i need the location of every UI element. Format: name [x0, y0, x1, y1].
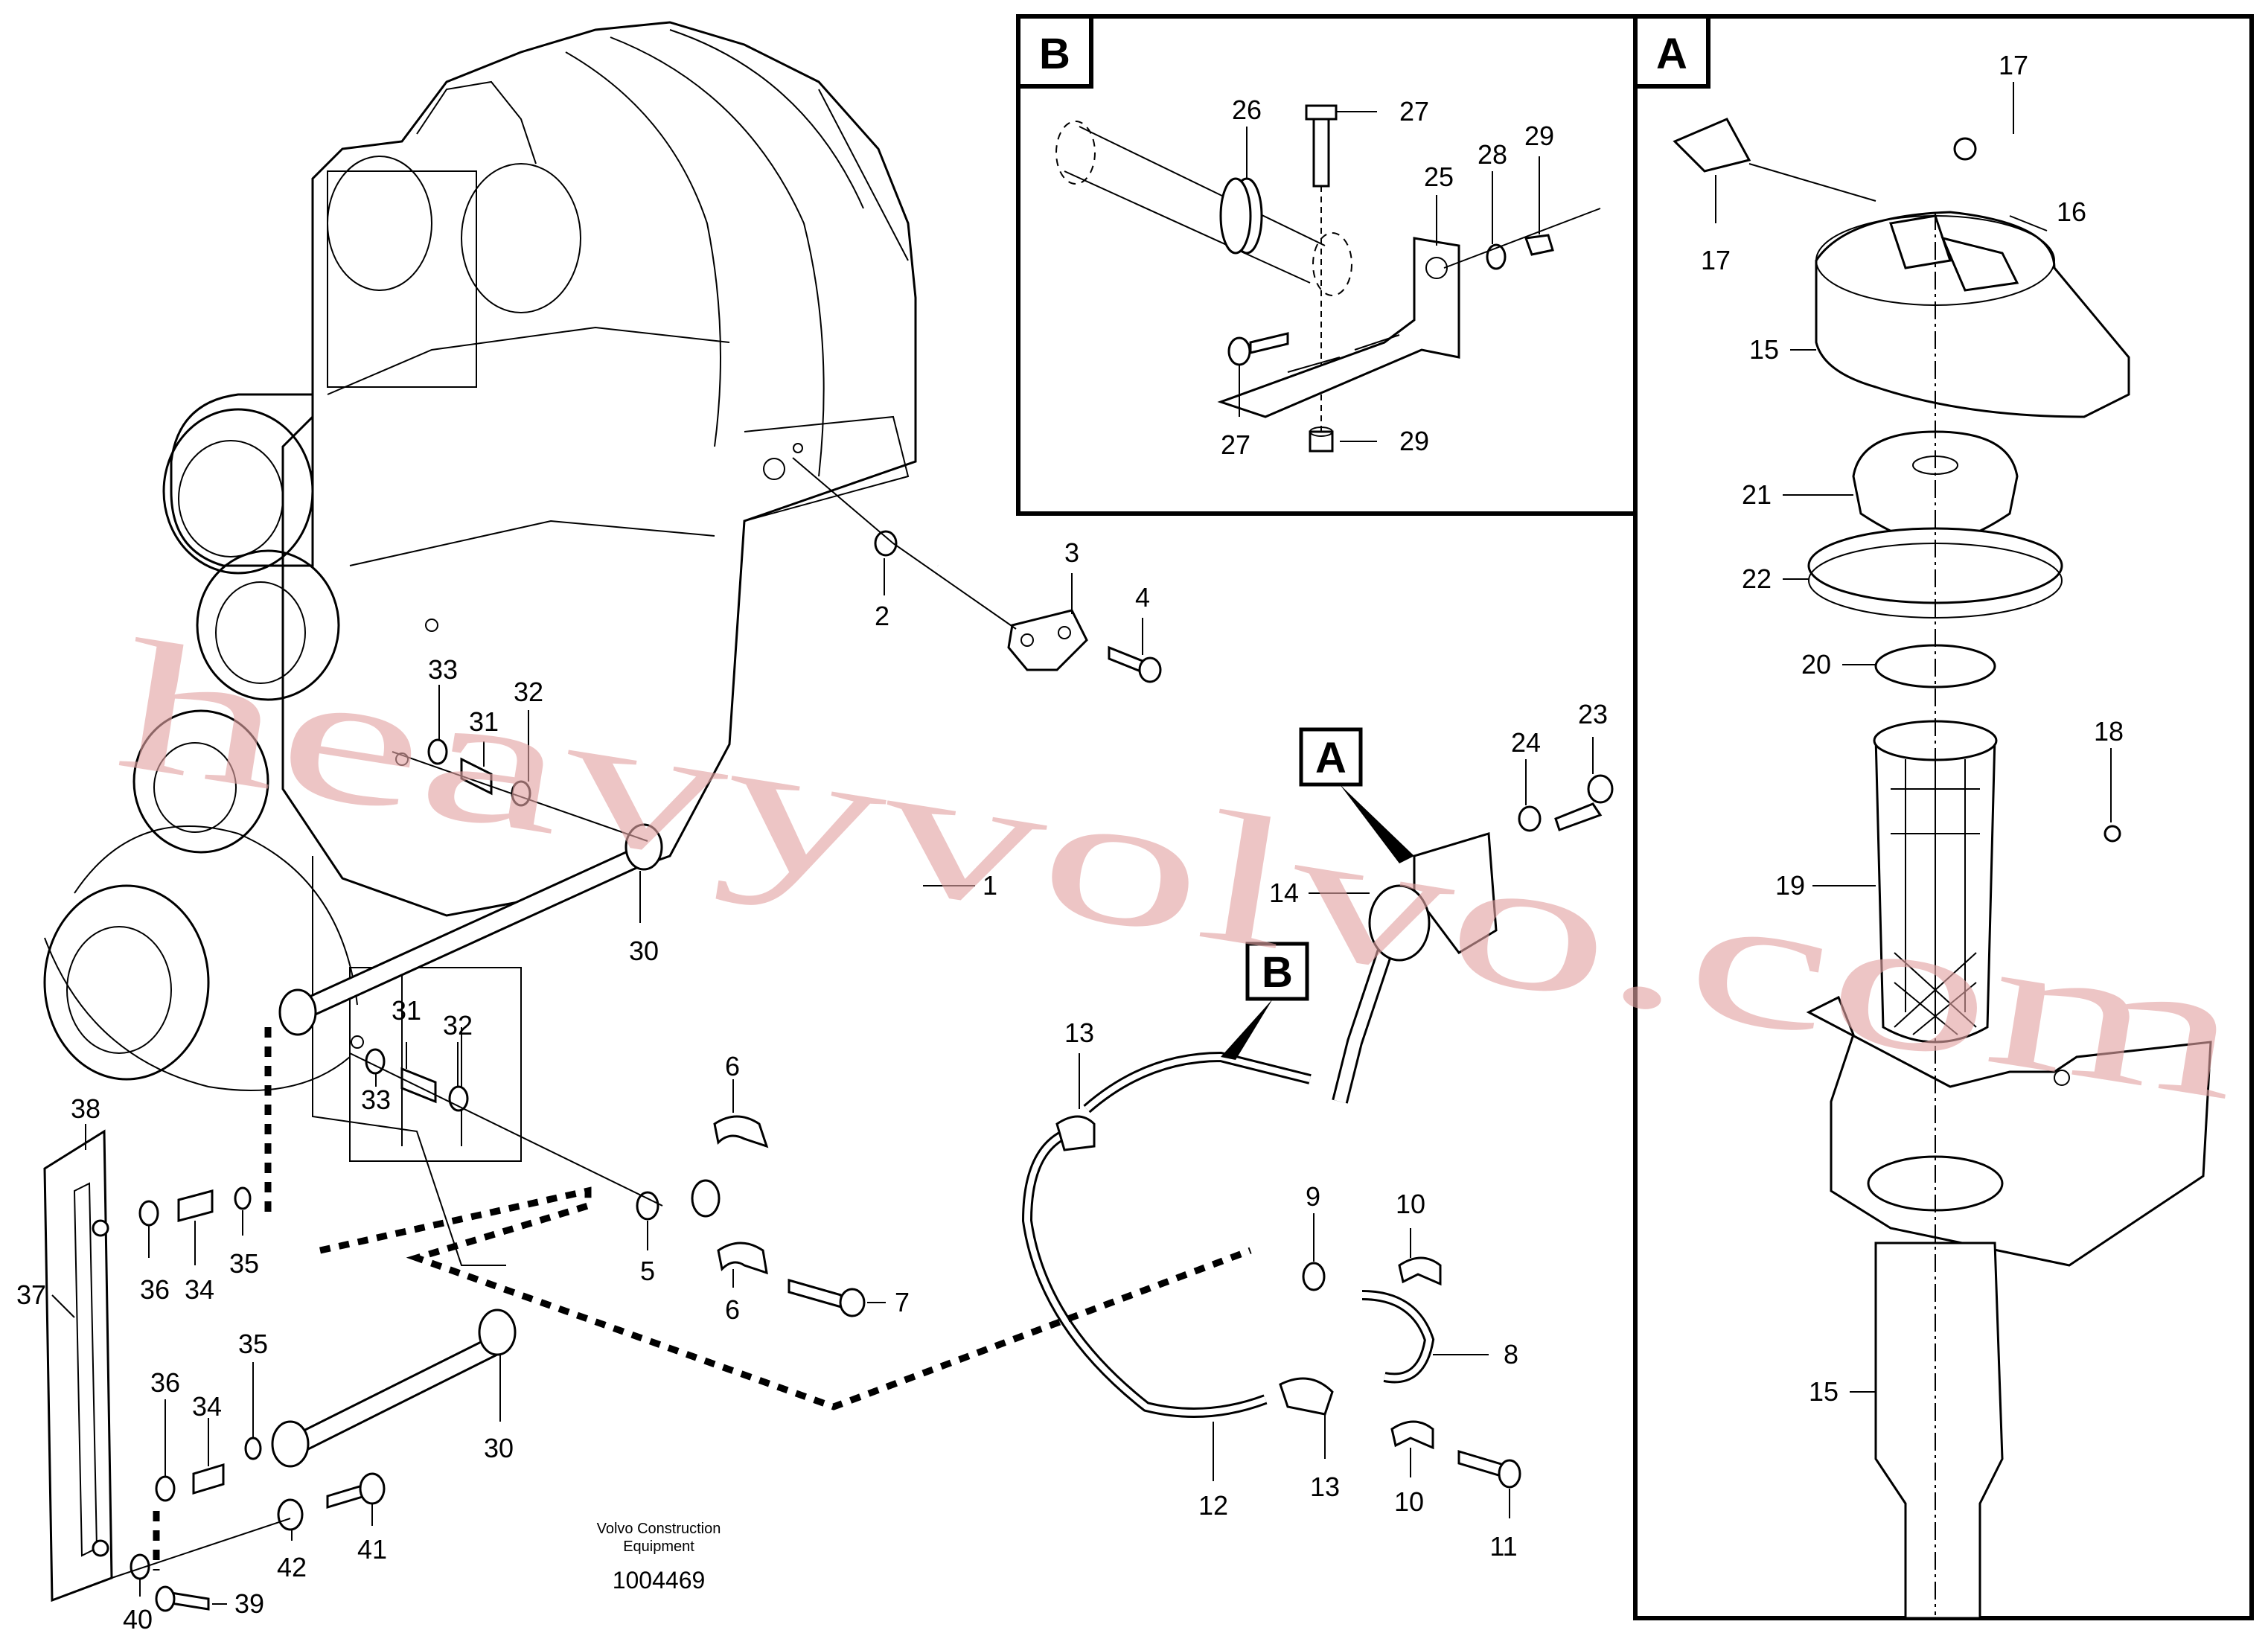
label-15b: 15 — [1809, 1376, 1839, 1407]
part-labels: 1 2 3 4 5 6 6 7 8 9 10 10 11 12 13 13 14… — [16, 50, 2124, 1635]
label-28: 28 — [1478, 139, 1507, 170]
label-20: 20 — [1801, 649, 1831, 680]
label-36a: 36 — [140, 1274, 170, 1305]
label-17b: 17 — [1701, 245, 1731, 275]
label-30b: 30 — [484, 1433, 514, 1463]
label-38: 38 — [71, 1093, 100, 1124]
label-39: 39 — [234, 1588, 264, 1619]
callout-a-letter: A — [1315, 734, 1347, 782]
label-10b: 10 — [1394, 1486, 1424, 1517]
label-18: 18 — [2094, 716, 2124, 747]
detail-box-b: B — [1016, 14, 1638, 516]
detail-box-b-letter: B — [1039, 30, 1070, 78]
label-33a: 33 — [428, 654, 458, 685]
label-40: 40 — [123, 1604, 153, 1635]
label-9: 9 — [1306, 1181, 1320, 1212]
label-13b: 13 — [1310, 1472, 1340, 1502]
label-5: 5 — [640, 1256, 655, 1286]
label-36b: 36 — [150, 1367, 180, 1398]
label-8: 8 — [1504, 1339, 1518, 1370]
label-1: 1 — [983, 870, 997, 901]
label-4: 4 — [1135, 582, 1150, 613]
label-13a: 13 — [1064, 1017, 1094, 1048]
small-parts — [43, 457, 1614, 1612]
detail-box-a: A — [1633, 14, 2254, 1620]
label-33b: 33 — [361, 1084, 391, 1115]
label-27a: 27 — [1399, 96, 1429, 127]
label-11: 11 — [1489, 1531, 1517, 1562]
label-31b: 31 — [392, 995, 421, 1026]
label-24: 24 — [1511, 727, 1541, 758]
label-34b: 34 — [192, 1391, 222, 1422]
label-2: 2 — [875, 601, 889, 631]
transmission-housing — [43, 21, 917, 1266]
label-17a: 17 — [1999, 50, 2028, 80]
label-35b: 35 — [238, 1329, 268, 1359]
label-31a: 31 — [469, 706, 499, 737]
label-14: 14 — [1269, 878, 1299, 908]
drawing-footer: Volvo Construction Equipment 1004469 — [597, 1521, 721, 1594]
detail-box-a-letter: A — [1656, 30, 1687, 78]
label-41: 41 — [357, 1534, 387, 1565]
label-32a: 32 — [514, 677, 543, 707]
label-21: 21 — [1742, 479, 1772, 510]
label-30a: 30 — [629, 936, 659, 966]
label-35a: 35 — [229, 1248, 259, 1279]
label-37: 37 — [16, 1279, 46, 1310]
drawing-number: 1004469 — [613, 1567, 706, 1594]
callout-a-marker: A — [1299, 727, 1414, 863]
label-34a: 34 — [185, 1274, 214, 1305]
label-7: 7 — [895, 1287, 910, 1317]
label-26: 26 — [1232, 95, 1262, 125]
label-12: 12 — [1198, 1490, 1228, 1521]
label-16: 16 — [2057, 196, 2086, 227]
pipe-assembly — [153, 126, 2170, 1571]
callout-b-letter: B — [1262, 948, 1293, 997]
label-32b: 32 — [443, 1010, 473, 1041]
callout-b-marker: B — [1221, 942, 1309, 1060]
label-29b: 29 — [1399, 426, 1429, 456]
label-22: 22 — [1742, 563, 1772, 594]
label-6a: 6 — [725, 1051, 740, 1081]
label-23: 23 — [1578, 699, 1608, 729]
label-29a: 29 — [1524, 121, 1554, 151]
label-27b: 27 — [1221, 429, 1250, 460]
label-10a: 10 — [1396, 1189, 1425, 1219]
label-42: 42 — [277, 1552, 307, 1582]
label-6b: 6 — [725, 1294, 740, 1325]
label-19: 19 — [1775, 870, 1805, 901]
footer-company-line1: Volvo Construction — [597, 1521, 721, 1537]
label-3: 3 — [1064, 537, 1079, 568]
footer-company-line2: Equipment — [623, 1538, 694, 1555]
label-25: 25 — [1424, 162, 1454, 192]
label-15a: 15 — [1749, 334, 1779, 365]
